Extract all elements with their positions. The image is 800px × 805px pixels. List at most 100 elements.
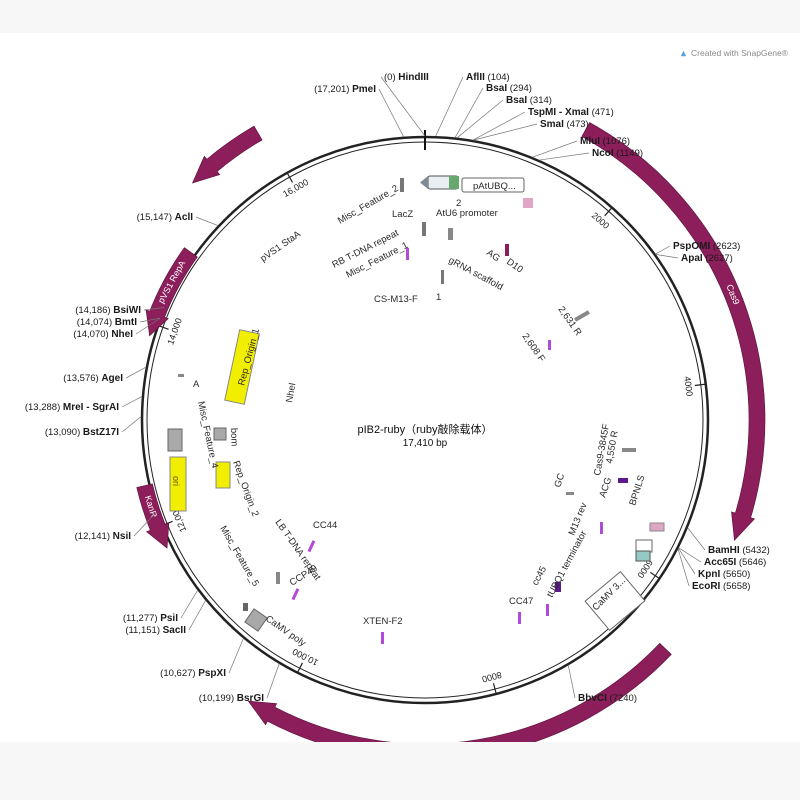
site-leader: [228, 638, 244, 674]
misc-feature-1-marker: [406, 248, 409, 260]
site-leader: [143, 307, 165, 311]
site-bsai[interactable]: BsaI (294): [486, 83, 532, 94]
snapgene-icon: [680, 50, 687, 56]
site-acli[interactable]: (15,147) AclI: [137, 212, 194, 223]
site-leader: [678, 547, 696, 575]
atu6-promoter-box[interactable]: [449, 176, 459, 189]
site-leader: [188, 600, 206, 631]
site-leader: [677, 548, 690, 587]
site-pspomi[interactable]: PspOMI (2623): [673, 241, 740, 252]
site-acc65i[interactable]: Acc65I (5646): [704, 557, 766, 568]
site-hindiii[interactable]: (0) HindIII: [384, 72, 429, 83]
site-leader: [121, 416, 142, 433]
site-smai[interactable]: SmaI (473): [540, 119, 589, 130]
site-leader: [195, 216, 219, 226]
label-bpnls: BPNLS: [627, 474, 647, 507]
site-mrei-sgrai[interactable]: (13,288) MreI - SgrAI: [25, 402, 119, 413]
cc45-marker: [546, 604, 549, 616]
label-camv-poly: CaMV poly: [263, 613, 308, 649]
cs-m13-f-marker: [441, 270, 444, 284]
site-mlui[interactable]: MluI (1076): [580, 136, 630, 147]
camv-poly-box[interactable]: [244, 608, 268, 632]
patubq-end-marker: [523, 198, 533, 208]
feature-pvs1-repa[interactable]: [145, 247, 198, 337]
label-rep-origin-2: Rep_Origin_2: [230, 459, 260, 518]
rb-repeat-marker: [422, 222, 426, 236]
site-sacii[interactable]: (11,151) SacII: [125, 625, 186, 636]
feature-cas9[interactable]: [581, 122, 766, 541]
tick-mark: [492, 683, 497, 695]
label-cc47: CC47: [509, 596, 533, 607]
ori-box[interactable]: [169, 456, 187, 512]
ccp49-marker: [291, 588, 300, 601]
site-pmei[interactable]: (17,201) PmeI: [314, 84, 376, 95]
site-leader: [180, 590, 198, 619]
top-band: [0, 0, 800, 33]
site-leader: [473, 123, 538, 141]
nos-box: [635, 539, 653, 553]
label-pvs1-staa: pVS1 StaA: [258, 228, 303, 264]
site-apai[interactable]: ApaI (2627): [681, 253, 733, 264]
tick-label: 14,000: [165, 317, 184, 346]
label-ori: ori: [171, 476, 181, 486]
bom-box[interactable]: [213, 427, 227, 441]
site-leader: [135, 318, 160, 335]
cc47-marker: [518, 612, 521, 624]
site-nhei[interactable]: (14,070) NheI: [73, 329, 133, 340]
gc-marker: [566, 492, 574, 495]
site-leader: [456, 99, 504, 139]
site-ecori[interactable]: EcoRI (5658): [692, 581, 750, 592]
site-bbvci[interactable]: BbvCI (7240): [578, 693, 637, 704]
rep-origin-1-box[interactable]: [224, 329, 260, 405]
site-leader: [139, 317, 160, 323]
label-a: A: [193, 379, 200, 390]
site-leader: [472, 111, 526, 141]
tick-mark: [286, 172, 294, 183]
site-bsrgi[interactable]: (10,199) BsrGI: [199, 693, 264, 704]
cc44-marker: [307, 540, 316, 553]
misc-feature-5-marker: [243, 603, 248, 611]
site-agei[interactable]: (13,576) AgeI: [63, 373, 123, 384]
site-tspmi-xmai[interactable]: TspMI - XmaI (471): [528, 107, 614, 118]
site-nsii[interactable]: (12,141) NsiI: [75, 531, 132, 542]
site-leader: [380, 76, 426, 137]
patubq-box[interactable]: [461, 177, 525, 193]
watermark-text: Created with SnapGene®: [691, 48, 788, 58]
site-bmti[interactable]: (14,074) BmtI: [77, 317, 137, 328]
label-nhei-inner: NheI: [284, 382, 298, 404]
site-leader: [532, 140, 578, 158]
label-tubq1: tUBQ1 terminator: [545, 529, 589, 599]
site-bstz17i[interactable]: (13,090) BstZ17I: [45, 427, 119, 438]
site-pspxi[interactable]: (10,627) PspXI: [160, 668, 226, 679]
camv3-box[interactable]: [584, 570, 646, 632]
label-m13rev: M13 rev: [567, 501, 590, 537]
site-aflii[interactable]: AflII (104): [466, 72, 510, 83]
misc-feature-4-box[interactable]: [167, 428, 183, 452]
site-leader: [378, 88, 404, 137]
feature-pvs1-staa[interactable]: [191, 125, 263, 184]
cas9-3845f-marker: [622, 448, 636, 452]
feature-ruby[interactable]: [247, 642, 672, 761]
site-bsiwi[interactable]: (14,186) BsiWI: [75, 305, 141, 316]
site-bsai[interactable]: BsaI (314): [506, 95, 552, 106]
site-kpni[interactable]: KpnI (5650): [698, 569, 750, 580]
xten-f2-marker: [381, 632, 384, 644]
tick-label: 10,000: [291, 646, 320, 667]
watermark: Created with SnapGene®: [679, 48, 788, 58]
site-leader: [687, 527, 706, 551]
site-leader: [655, 245, 671, 255]
a-marker: [178, 374, 184, 377]
site-leader: [133, 511, 157, 537]
site-psii[interactable]: (11,277) PsiI: [123, 613, 178, 624]
site-ncoi[interactable]: NcoI (1149): [592, 148, 643, 159]
site-leader: [539, 152, 590, 161]
site-leader: [567, 665, 576, 699]
inner-features: [167, 175, 665, 644]
site-leader: [266, 663, 280, 699]
f2608-marker: [548, 340, 551, 350]
site-leader: [454, 87, 484, 138]
site-bamhi[interactable]: BamHI (5432): [708, 545, 770, 556]
rep-origin-2-box[interactable]: [215, 461, 231, 489]
